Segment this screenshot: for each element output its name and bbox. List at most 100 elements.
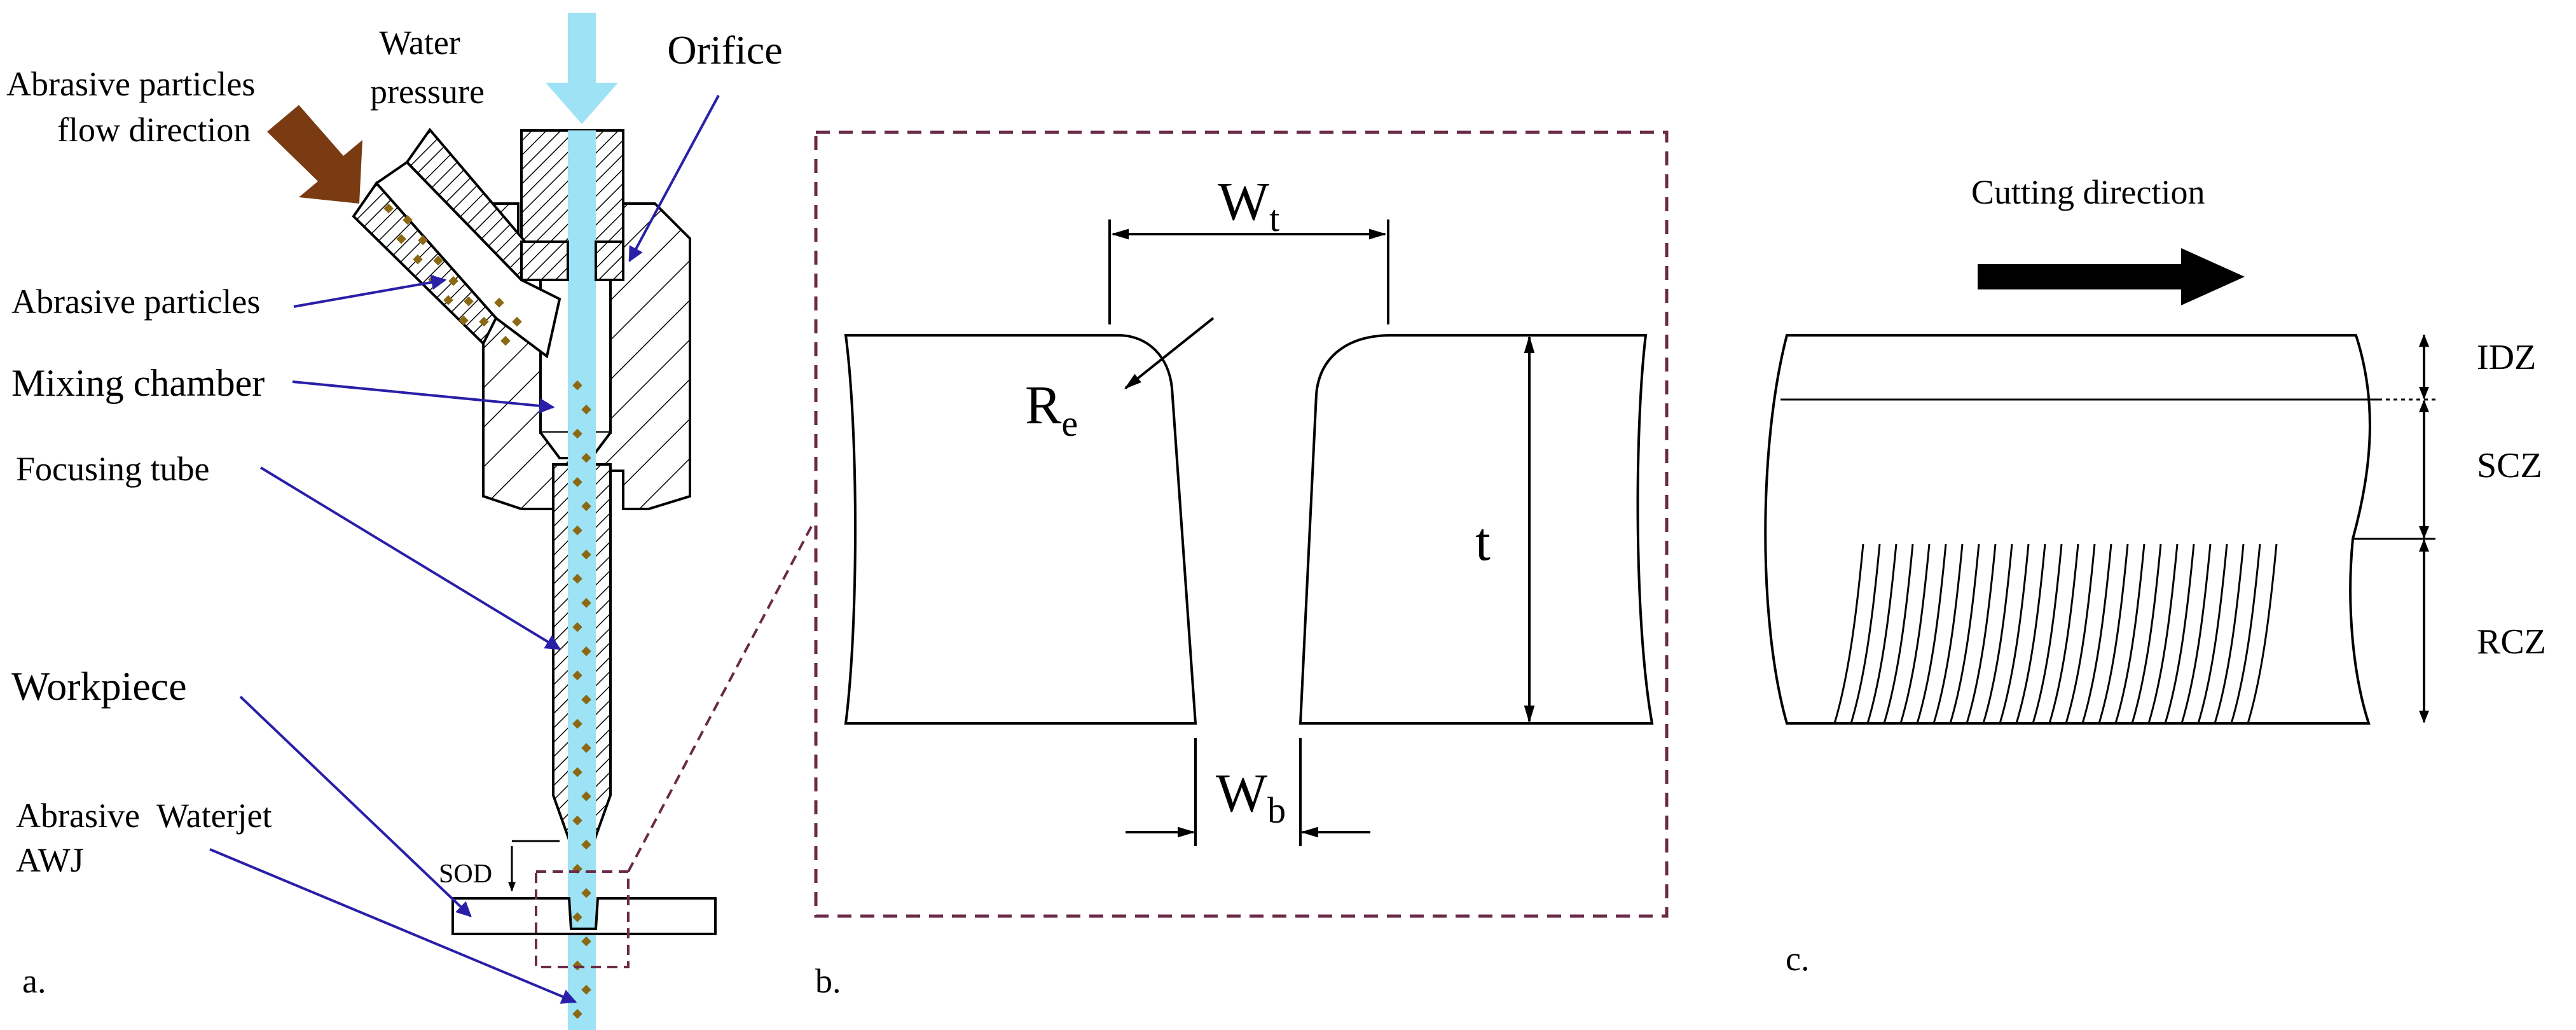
abrasive-particle	[572, 525, 582, 536]
abrasive-particle	[572, 670, 582, 681]
abrasive-particle	[581, 452, 591, 463]
label-panel-a: a.	[22, 962, 46, 1000]
abrasive-particle	[581, 887, 591, 898]
label-cutting-direction: Cutting direction	[1971, 173, 2205, 211]
panel-c: Cutting direction IDZ SCZ RCZ c.	[1764, 173, 2546, 978]
label-edge-radius: Re	[1025, 374, 1078, 444]
label-panel-b: b.	[815, 962, 841, 1000]
label-panel-c: c.	[1786, 940, 1809, 978]
striation-line	[2131, 543, 2162, 724]
abrasive-flow-arrow	[267, 105, 362, 204]
zoom-box	[535, 870, 630, 968]
abrasive-particle	[572, 1008, 582, 1019]
label-sod: SOD	[439, 859, 492, 889]
label-bottom-kerf-width: Wb	[1216, 762, 1286, 831]
striation-line	[2015, 543, 2046, 724]
striation-line	[1833, 543, 1864, 724]
leader-focusing-tube	[259, 466, 561, 650]
cutting-direction-arrow	[1978, 248, 2245, 305]
label-abrasive-particles: Abrasive particles	[11, 282, 260, 321]
striation-line	[2197, 543, 2228, 724]
label-water-pressure-1: Water	[379, 24, 460, 62]
leader-workpiece	[239, 695, 472, 917]
abrasive-particle	[581, 694, 591, 705]
striation-line	[1949, 543, 1980, 724]
striation-line	[1899, 543, 1931, 724]
label-mixing-chamber: Mixing chamber	[11, 362, 265, 404]
abrasive-particle	[572, 622, 582, 632]
striation-line	[2230, 543, 2261, 724]
abrasive-particle	[581, 791, 591, 802]
workpiece-a	[451, 897, 717, 935]
label-awj-2: AWJ	[16, 841, 84, 879]
label-abrasive-flow-1: Abrasive particles	[6, 65, 255, 103]
abrasive-particle	[572, 815, 582, 826]
abrasive-inlet-tube	[352, 127, 561, 359]
striation-line	[2164, 543, 2195, 724]
leader-orifice	[628, 95, 720, 263]
striation-line	[2214, 543, 2245, 724]
cut-surface	[1764, 334, 2371, 725]
abrasive-particle	[581, 742, 591, 753]
orifice-plate-left	[520, 240, 569, 281]
kerf-right-wall	[1298, 334, 1654, 725]
striation-line	[1932, 543, 1964, 724]
striation-line	[1982, 543, 2013, 724]
abrasive-particle	[581, 936, 591, 947]
label-idz: IDZ	[2477, 338, 2536, 377]
kerf-left-wall	[844, 334, 1197, 725]
striation-line	[1883, 543, 1914, 724]
abrasive-particle	[572, 477, 582, 487]
re-leader	[1124, 317, 1215, 389]
striation-line	[2032, 543, 2063, 724]
orifice-plate-right	[595, 240, 624, 281]
striation-line	[2048, 543, 2079, 724]
abrasive-particle	[572, 718, 582, 729]
label-rcz: RCZ	[2477, 622, 2546, 662]
leader-lines	[209, 95, 720, 1004]
label-thickness: t	[1475, 511, 1491, 572]
label-water-pressure-2: pressure	[370, 73, 485, 111]
panel-b: Wt Re t Wb b.	[814, 130, 1669, 1000]
abrasive-particle	[572, 573, 582, 584]
label-scz: SCZ	[2477, 446, 2542, 485]
label-orifice: Orifice	[667, 27, 782, 73]
striation-marks	[1833, 543, 2278, 724]
abrasive-particle	[581, 984, 591, 995]
abrasive-particle	[581, 597, 591, 608]
zoom-line-top	[627, 521, 815, 872]
abrasive-particle	[581, 404, 591, 415]
abrasive-particle	[572, 912, 582, 922]
striation-line	[1966, 543, 1997, 724]
striation-line	[2114, 543, 2146, 724]
abrasive-particle	[581, 501, 591, 512]
striation-line	[2147, 543, 2179, 724]
label-abrasive-flow-2: flow direction	[57, 111, 251, 149]
striation-line	[2098, 543, 2129, 724]
striation-line	[1999, 543, 2030, 724]
abrasive-particle	[581, 646, 591, 657]
label-focusing-tube: Focusing tube	[16, 450, 210, 488]
leader-awj	[209, 848, 577, 1004]
water-pressure-arrow	[546, 13, 618, 124]
striation-line	[2180, 543, 2212, 724]
abrasive-particles-jet	[572, 380, 591, 1019]
striation-line	[1850, 543, 1881, 724]
striation-line	[1866, 543, 1898, 724]
water-jet	[568, 130, 596, 1030]
abrasive-particle	[572, 428, 582, 439]
leader-abrasive-particles	[293, 274, 447, 308]
abrasive-particle	[572, 380, 582, 391]
abrasive-particle	[581, 839, 591, 850]
label-awj-1: Abrasive Waterjet	[16, 797, 272, 835]
abrasive-particle	[581, 549, 591, 560]
striation-line	[2081, 543, 2112, 724]
detail-frame	[814, 130, 1669, 918]
panel-a: Water pressure Orifice Abrasive particle…	[6, 13, 815, 1030]
striation-line	[2065, 543, 2096, 724]
leader-mixing-chamber	[292, 380, 555, 414]
striation-line	[2247, 543, 2278, 724]
abrasive-particle	[572, 767, 582, 777]
label-top-kerf-width: Wt	[1218, 171, 1279, 239]
